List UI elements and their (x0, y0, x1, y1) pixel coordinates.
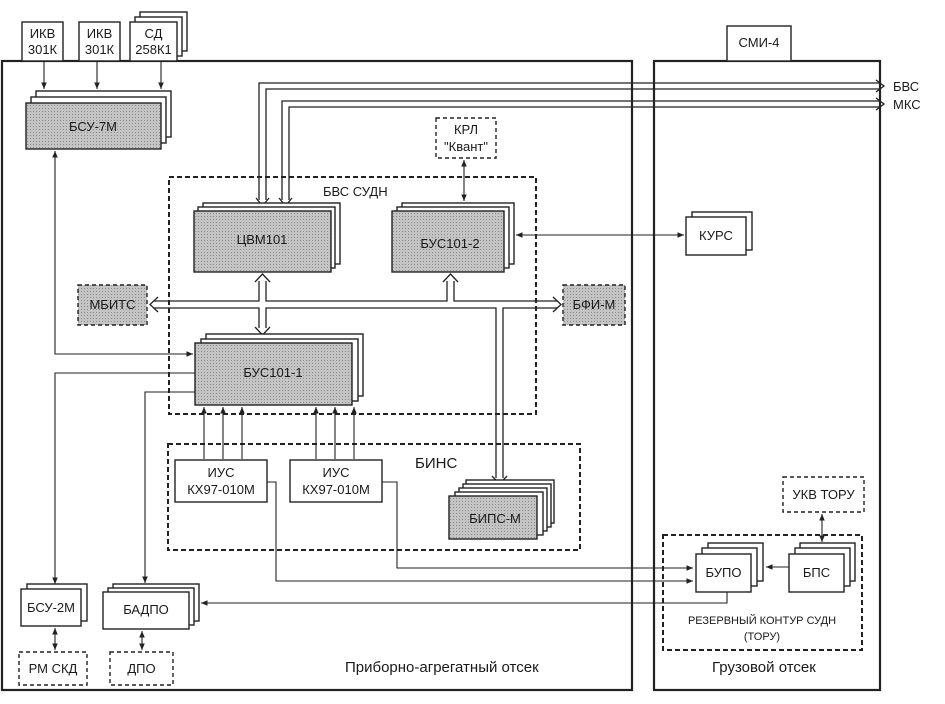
block-ikv-2[interactable]: ИКВ 301К (78, 21, 121, 62)
group-bins-label: БИНС (415, 455, 457, 472)
svg-text:258К1: 258К1 (135, 42, 172, 57)
block-ukv-toru[interactable]: УКВ ТОРУ (782, 476, 865, 513)
svg-text:БФИ-М: БФИ-М (573, 297, 616, 312)
block-badpo[interactable]: БАДПО (102, 583, 200, 630)
block-mbits[interactable]: МБИТС (77, 284, 148, 326)
group-bins (167, 443, 581, 551)
group-reserve-sudn (662, 534, 863, 651)
external-label-bvs: БВС (893, 79, 919, 94)
svg-text:ЦВМ101: ЦВМ101 (237, 232, 288, 247)
block-dpo[interactable]: ДПО (109, 651, 174, 686)
svg-text:БСУ-7М: БСУ-7М (69, 119, 117, 134)
instrument-compartment (0, 59, 634, 692)
block-bus101-1[interactable]: БУС101-1 (194, 333, 364, 406)
block-ius-2[interactable]: ИУС КХ97-010М (289, 459, 383, 503)
svg-text:ИУС: ИУС (323, 465, 350, 480)
links-ius-bus101-1 (201, 407, 357, 459)
block-bfi-m[interactable]: БФИ-М (562, 284, 626, 326)
cargo-compartment (652, 59, 882, 692)
svg-text:ИКВ: ИКВ (30, 26, 56, 41)
block-tsvm101[interactable]: ЦВМ101 (193, 202, 341, 273)
block-bsu-2m[interactable]: БСУ-2М (20, 583, 88, 627)
svg-text:УКВ ТОРУ: УКВ ТОРУ (792, 487, 855, 502)
svg-text:ДПО: ДПО (127, 661, 155, 676)
svg-text:КУРС: КУРС (699, 228, 733, 243)
link-bus101-1-bsu2m (52, 372, 195, 584)
svg-text:301К: 301К (85, 42, 115, 57)
link-bus101-1-badpo (142, 391, 195, 583)
link-ius2-bupo (382, 481, 693, 571)
block-bus101-2[interactable]: БУС101-2 (391, 202, 515, 273)
svg-text:СМИ-4: СМИ-4 (739, 35, 780, 50)
svg-text:БСУ-2М: БСУ-2М (27, 600, 75, 615)
group-reserve-label-1: РЕЗЕРВНЫЙ КОНТУР СУДН (688, 614, 836, 627)
svg-text:БУС101-1: БУС101-1 (243, 365, 302, 380)
svg-text:БАДПО: БАДПО (123, 602, 169, 617)
link-ius1-bupo (267, 481, 693, 584)
block-rm-skd[interactable]: РМ СКД (18, 651, 88, 686)
svg-text:БУС101-2: БУС101-2 (420, 236, 479, 251)
svg-text:РМ СКД: РМ СКД (29, 661, 78, 676)
svg-text:"Квант": "Квант" (444, 139, 488, 154)
block-kurs[interactable]: КУРС (685, 211, 753, 256)
link-bupo-badpo (201, 583, 728, 606)
svg-text:КРЛ: КРЛ (454, 122, 478, 137)
instrument-compartment-label: Приборно-агрегатный отсек (345, 659, 539, 676)
block-ius-1[interactable]: ИУС КХ97-010М (174, 459, 268, 503)
svg-text:БИПС-М: БИПС-М (469, 511, 521, 526)
cargo-compartment-label: Грузовой отсек (712, 659, 816, 676)
link-bsu7m-bus101-1 (52, 151, 193, 357)
block-smi-4[interactable]: СМИ-4 (726, 25, 792, 62)
group-reserve-label-2: (ТОРУ) (744, 631, 780, 643)
external-label-mks: МКС (893, 97, 921, 112)
bus-mks (278, 97, 886, 208)
svg-text:КХ97-010М: КХ97-010М (187, 482, 255, 497)
svg-text:ИКВ: ИКВ (87, 26, 113, 41)
svg-text:БУПО: БУПО (706, 565, 742, 580)
block-krl-kvant[interactable]: КРЛ "Квант" (435, 117, 497, 159)
svg-text:БПС: БПС (803, 565, 830, 580)
block-ikv-1[interactable]: ИКВ 301К (21, 21, 64, 62)
svg-text:МБИТС: МБИТС (89, 297, 135, 312)
svg-text:СД: СД (145, 26, 163, 41)
svg-text:ИУС: ИУС (208, 465, 235, 480)
block-sd-258k1[interactable]: СД 258К1 (129, 11, 188, 62)
group-bvs-sudn-label: БВС СУДН (323, 184, 388, 199)
svg-text:301К: 301К (28, 42, 58, 57)
block-bsu-7m[interactable]: БСУ-7М (25, 90, 172, 150)
block-bps[interactable]: БПС (788, 542, 856, 593)
block-bips-m[interactable]: БИПС-М (448, 479, 555, 540)
svg-text:КХ97-010М: КХ97-010М (302, 482, 370, 497)
block-bupo[interactable]: БУПО (695, 542, 764, 593)
